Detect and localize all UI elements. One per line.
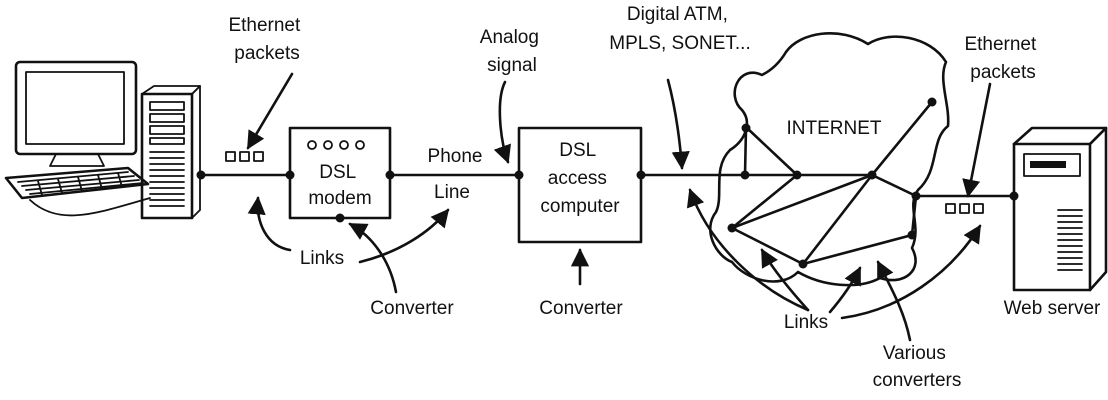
internet-label: INTERNET [787, 118, 882, 139]
desktop-computer-icon [6, 62, 200, 218]
analog-signal-label: Analog signal [480, 27, 544, 76]
dsl-access-computer-label: DSL access computer [540, 140, 620, 217]
converter-left-label: Converter [370, 298, 454, 319]
links-right-label: Links [784, 312, 828, 333]
dsl-modem-label: DSL modem [308, 162, 371, 209]
converter-mid-label: Converter [539, 298, 623, 319]
web-server-label: Web server [1004, 298, 1101, 319]
line-label: Line [434, 182, 470, 203]
ethernet-packets-right-icon [946, 204, 983, 213]
digital-transport-label: Digital ATM, MPLS, SONET... [609, 4, 750, 54]
phone-label: Phone [428, 146, 483, 167]
modem-leds [308, 141, 364, 149]
various-converters-label: Various converters [873, 343, 962, 391]
ethernet-packets-left-label: Ethernet packets [228, 15, 305, 64]
links-left-label: Links [300, 248, 344, 269]
ethernet-packets-right-label: Ethernet packets [964, 34, 1041, 83]
ethernet-packets-left-icon [226, 152, 263, 161]
web-server-icon [1014, 128, 1106, 290]
